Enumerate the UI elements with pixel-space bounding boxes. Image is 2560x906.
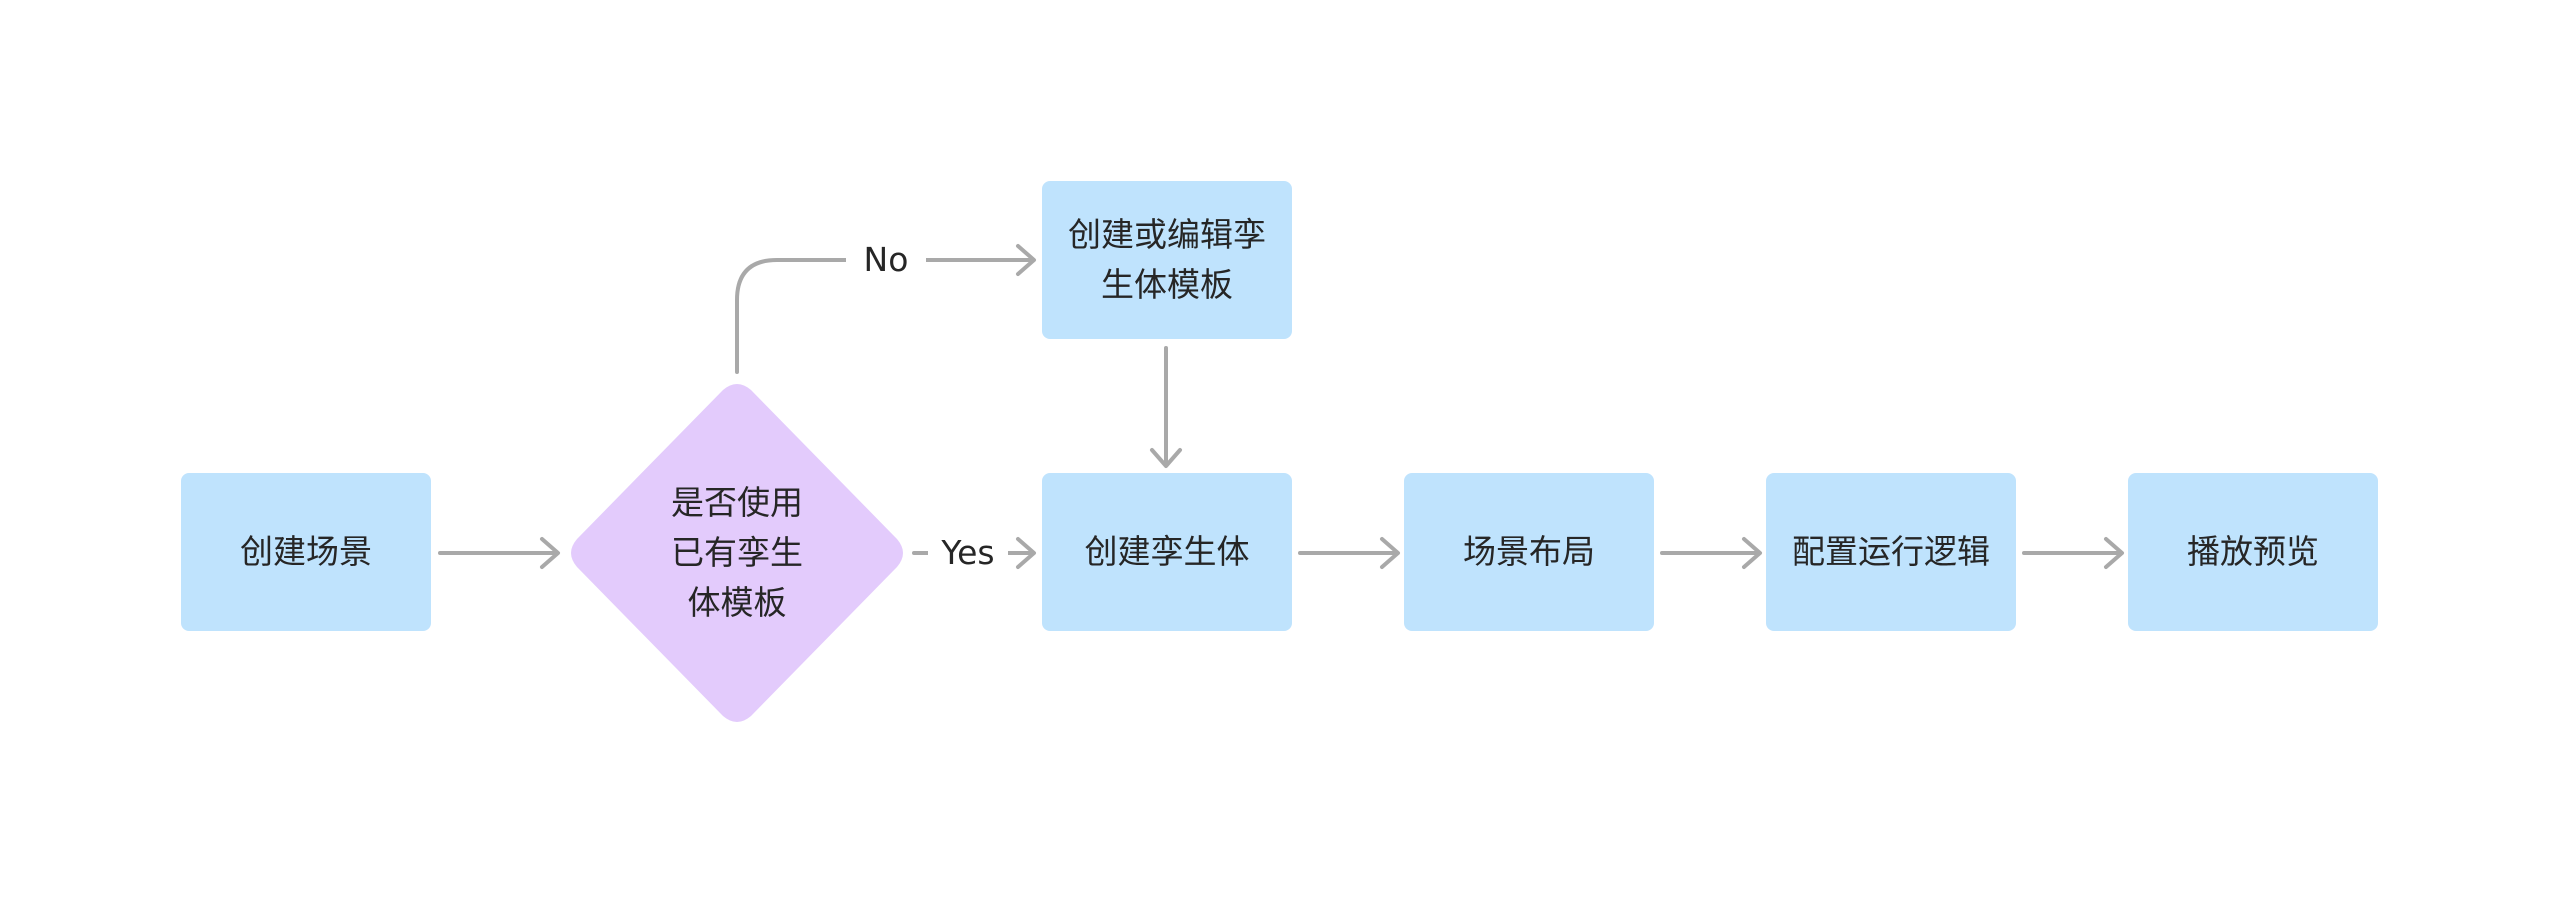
decision-line-1: 是否使用 [671,483,803,522]
node-create-scene-label: 创建场景 [240,532,372,571]
node-config-logic-label: 配置运行逻辑 [1792,532,1990,571]
arrowhead-layout [1380,537,1400,569]
decision-line-2: 已有孪生 [671,533,803,572]
edge-label-no: No [846,240,926,280]
node-edit-template: 创建或编辑孪 生体模板 [1042,181,1292,339]
arrowhead-logic [1742,537,1762,569]
arrowhead-decision [540,537,560,569]
node-create-twin: 创建孪生体 [1042,473,1292,631]
edge-label-yes: Yes [928,533,1008,573]
edit-template-line-2: 生体模板 [1101,265,1233,304]
node-create-scene: 创建场景 [181,473,431,631]
decision-shape [571,384,903,722]
arrowhead-twin-top [1150,448,1182,468]
node-config-logic: 配置运行逻辑 [1766,473,2016,631]
node-create-twin-label: 创建孪生体 [1084,532,1250,571]
edge-decision-no [735,258,848,374]
node-play-preview-label: 播放预览 [2187,532,2319,571]
arrowhead-twin-left [1016,537,1036,569]
node-decision: 是否使用 已有孪生 体模板 [567,380,907,726]
decision-line-3: 体模板 [687,583,787,622]
node-scene-layout: 场景布局 [1404,473,1654,631]
node-scene-layout-label: 场景布局 [1463,532,1595,571]
node-decision-text: 是否使用 已有孪生 体模板 [567,380,907,726]
arrowhead-preview [2104,537,2124,569]
edit-template-line-1: 创建或编辑孪 [1068,215,1266,254]
arrowhead-template [1016,244,1036,276]
node-play-preview: 播放预览 [2128,473,2378,631]
